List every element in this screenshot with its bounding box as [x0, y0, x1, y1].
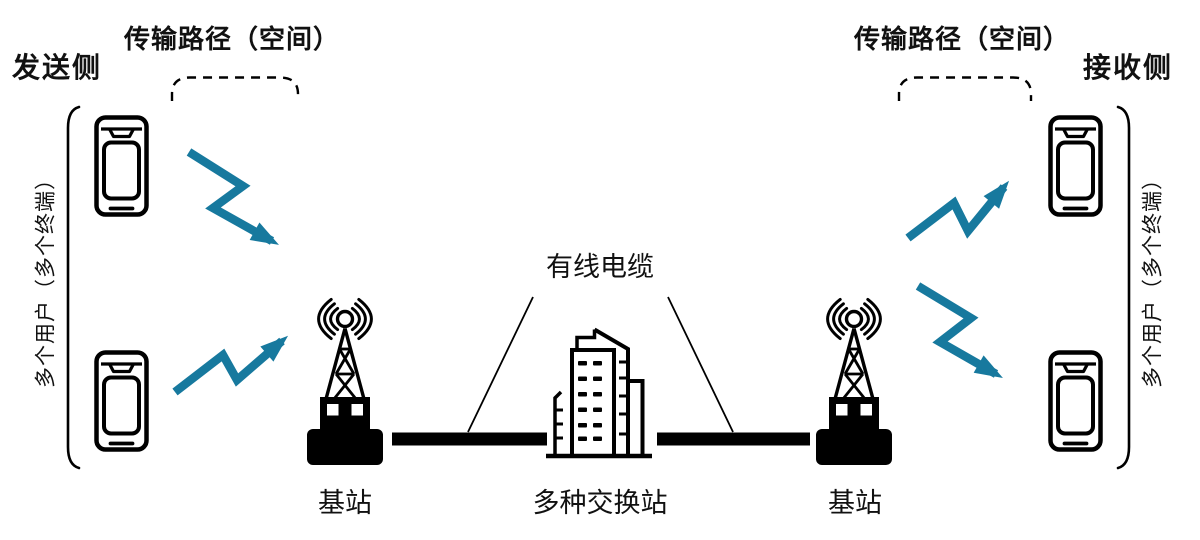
group-bracket-left	[66, 105, 81, 470]
transmission-path-arc-right	[897, 76, 1033, 101]
base-station-tower-icon-left	[305, 297, 385, 467]
cable-pointer-line-right	[667, 296, 734, 433]
group-bracket-right	[1116, 105, 1131, 470]
base-station-tower-icon-right	[814, 297, 894, 467]
sender-side-label: 发送侧	[12, 52, 103, 83]
smartphone-icon-receiver-bottom	[1051, 353, 1101, 450]
users-terminals-label-left: 多个用户（多个终端）	[34, 168, 58, 388]
cable-pointer-line-left	[467, 296, 534, 433]
radio-zigzag-arrow-icon-uplink-left	[186, 148, 279, 245]
office-building-icon	[546, 327, 652, 459]
users-terminals-label-right: 多个用户（多个终端）	[1141, 168, 1165, 388]
transmission-path-arc-left	[170, 76, 300, 101]
radio-zigzag-arrow-icon-downlink-right-top	[905, 180, 1010, 242]
base-station-label-left: 基站	[318, 488, 372, 518]
switching-station-label: 多种交换站	[532, 488, 668, 518]
radio-zigzag-arrow-icon-uplink-left-2	[172, 335, 289, 396]
wired-cable-label: 有线电缆	[546, 252, 654, 282]
radio-zigzag-arrow-icon-downlink-right-bottom	[915, 282, 1003, 378]
receiver-side-label: 接收侧	[1083, 52, 1174, 83]
transmission-path-label-left: 传输路径（空间）	[124, 24, 341, 54]
smartphone-icon-sender-bottom	[97, 353, 147, 450]
smartphone-icon-sender-top	[97, 118, 147, 215]
wired-cable-left	[392, 432, 547, 446]
wired-cable-right	[657, 432, 810, 446]
transmission-path-label-right: 传输路径（空间）	[854, 24, 1071, 54]
base-station-label-right: 基站	[828, 488, 882, 518]
smartphone-icon-receiver-top	[1051, 118, 1101, 215]
